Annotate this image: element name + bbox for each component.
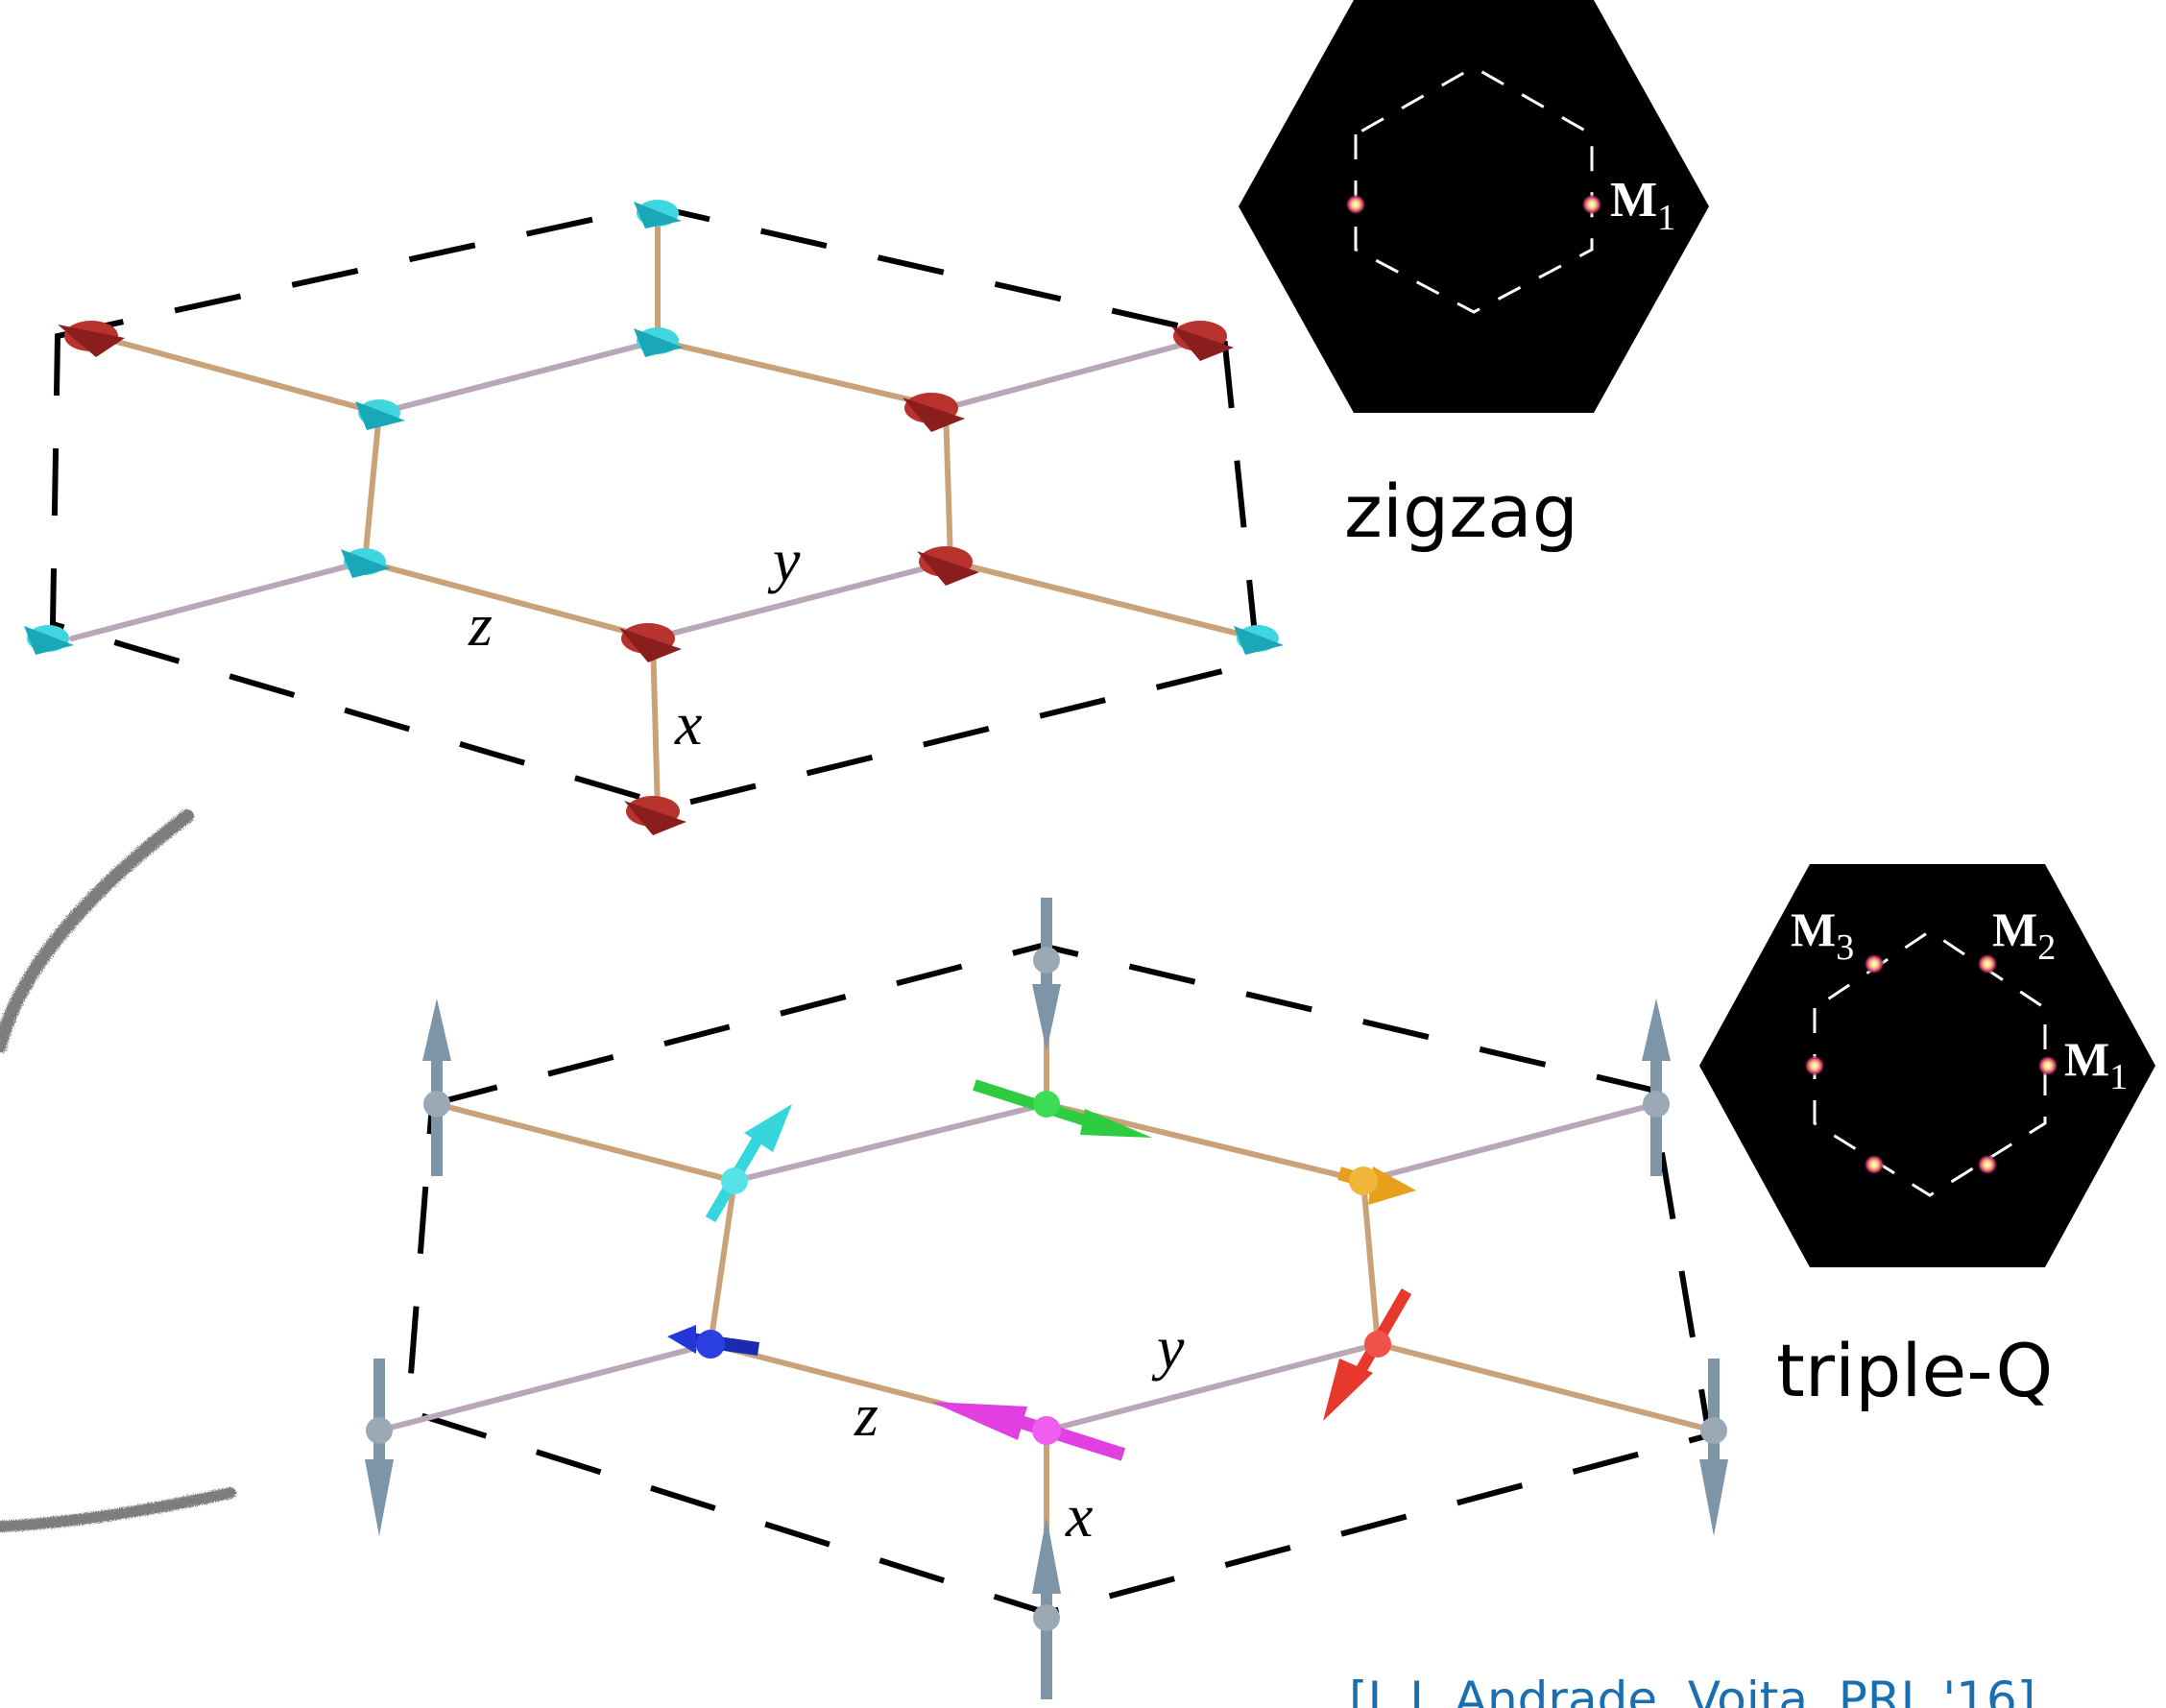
triple-q-bond-label-y: y — [1151, 1313, 1185, 1382]
triple-q-spins — [365, 898, 1728, 1699]
spin-arrow-icon — [705, 1104, 792, 1223]
zigzag-label: zigzag — [1344, 469, 1578, 554]
triple-q-bragg-peak — [1977, 1154, 1998, 1175]
spin-arrow-icon — [619, 623, 682, 662]
triple-q-bragg-peak — [1864, 1154, 1885, 1175]
triple-q-bond-label-z: z — [854, 1381, 878, 1449]
spin-arrow-icon — [365, 1359, 394, 1536]
triple-q-bz-label-m2: M2 — [1992, 902, 2056, 968]
triple-q-unit-cell — [404, 942, 1713, 1617]
triple-q-bond-label-x: x — [1065, 1481, 1093, 1550]
triple-q-bz-label-m3: M3 — [1791, 902, 1854, 968]
triple-q-bz-dashed-hexagon — [1813, 929, 2047, 1197]
citation-text: [L.J. Andrade, Vojta, PRL '16] — [1349, 1672, 2036, 1708]
triple-q-bragg-peak — [1864, 953, 1885, 974]
hexagon-brillouin-zone-icon — [1239, 0, 1709, 413]
spin-arrow-icon — [917, 546, 979, 586]
spin-arrow-icon — [931, 1402, 1126, 1461]
zigzag-bz-inset: M1 — [1239, 0, 1709, 413]
triple-q-bz-inset: M3 M2 M1 — [1699, 864, 2155, 1267]
zigzag-bonds — [69, 213, 1261, 814]
triple-q-bragg-peak — [1804, 1055, 1825, 1076]
spin-arrow-icon — [1642, 998, 1671, 1176]
spin-arrow-icon — [624, 796, 686, 835]
hexagon-brillouin-zone-icon — [1699, 864, 2155, 1267]
triple-q-bz-label-m1: M1 — [2064, 1032, 2128, 1097]
zigzag-bond-label-y: y — [767, 526, 801, 594]
spin-arrow-icon — [1323, 1287, 1412, 1421]
spin-arrow-icon — [634, 327, 684, 357]
spin-arrow-icon — [1032, 898, 1061, 1051]
triple-q-lattice: y z x — [365, 898, 1728, 1699]
zigzag-bragg-peak — [1345, 194, 1366, 215]
zigzag-lattice: y z x — [24, 200, 1284, 835]
spin-arrow-icon — [1032, 1517, 1061, 1699]
spin-arrow-icon — [355, 399, 405, 430]
spin-arrow-icon — [902, 393, 965, 432]
zigzag-bond-label-x: x — [674, 689, 702, 758]
spin-arrow-icon — [24, 625, 74, 655]
zigzag-bz-label-m1: M1 — [1610, 173, 1675, 238]
spin-arrow-icon — [1699, 1359, 1728, 1536]
zigzag-spins — [24, 200, 1284, 835]
spin-arrow-icon — [634, 200, 682, 229]
triple-q-bragg-peak — [1977, 953, 1998, 974]
spin-arrow-icon — [341, 548, 391, 578]
zigzag-bragg-peak — [1581, 194, 1602, 215]
triple-q-label: triple-Q — [1776, 1328, 2054, 1413]
brush-stroke-icon — [0, 809, 236, 1532]
spin-arrow-icon — [1234, 625, 1284, 655]
spin-arrow-icon — [58, 321, 125, 357]
spin-arrow-icon — [422, 998, 451, 1176]
spin-arrow-icon — [1337, 1167, 1416, 1205]
spin-arrow-icon — [973, 1079, 1152, 1138]
zigzag-bz-dashed-hexagon — [1354, 65, 1594, 314]
spin-arrow-icon — [667, 1325, 759, 1359]
zigzag-bond-label-z: z — [468, 590, 493, 659]
triple-q-bragg-peak — [2037, 1055, 2058, 1076]
spin-arrow-icon — [1171, 321, 1234, 361]
